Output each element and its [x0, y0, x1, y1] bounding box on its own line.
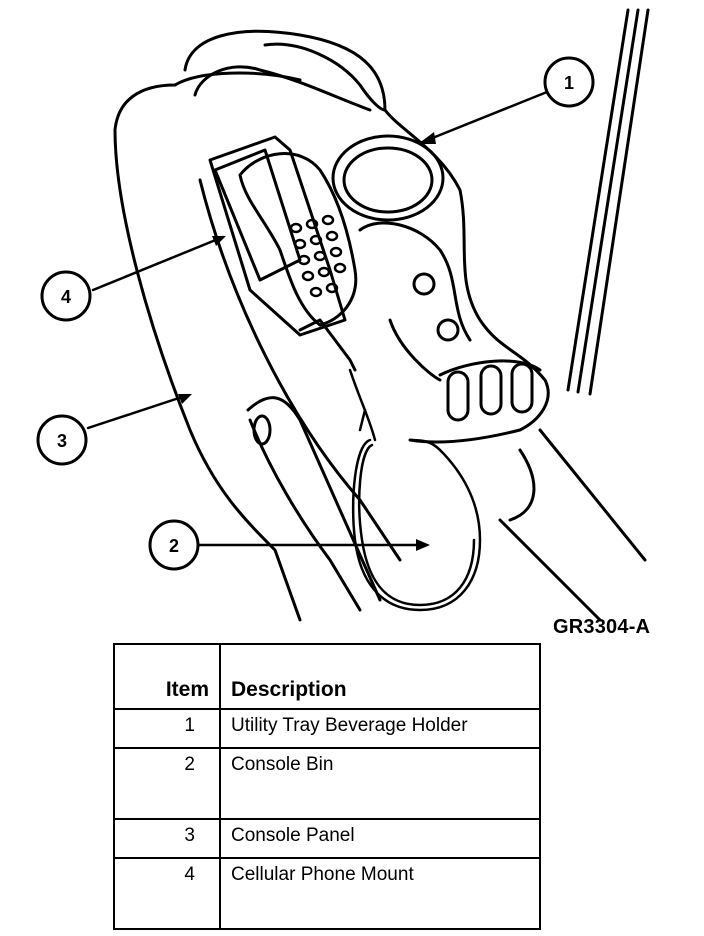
figure-id: GR3304-A: [553, 616, 651, 638]
legend-header-row: Item Description: [113, 643, 541, 710]
console-phone-illustration: 1 2 3 4: [36, 8, 650, 622]
phone-keypad: [289, 214, 347, 298]
door-edge-lines: [538, 8, 650, 562]
callout-1: 1: [543, 56, 595, 108]
console-body: [113, 71, 602, 622]
utility-tray: [183, 29, 550, 444]
legend-table: Item Description 1 Utility Tray Beverage…: [113, 643, 541, 930]
callout-3-number: 3: [57, 431, 67, 451]
legend-header-description: Description: [219, 643, 541, 710]
callout-leader-lines: [86, 90, 549, 547]
legend-item-description: Cellular Phone Mount: [219, 857, 541, 930]
callout-arrowheads: [178, 132, 436, 551]
callout-4: 4: [40, 270, 92, 322]
phone-mount: [208, 135, 358, 372]
callout-2-number: 2: [169, 536, 179, 556]
legend-item-description: Console Bin: [219, 747, 541, 820]
legend-row: 1 Utility Tray Beverage Holder: [113, 708, 541, 749]
legend-item-description: Console Panel: [219, 818, 541, 859]
legend-row: 2 Console Bin: [113, 747, 541, 820]
legend-item-number: 3: [113, 818, 221, 859]
callout-3: 3: [36, 414, 88, 466]
legend-item-number: 4: [113, 857, 221, 930]
legend-row: 4 Cellular Phone Mount: [113, 857, 541, 930]
callout-2: 2: [148, 519, 200, 571]
legend-item-number: 1: [113, 708, 221, 749]
coiled-cord: [348, 368, 482, 612]
legend-item-number: 2: [113, 747, 221, 820]
legend-header-item: Item: [113, 643, 221, 710]
callout-1-number: 1: [564, 73, 574, 93]
callout-4-number: 4: [61, 287, 71, 307]
legend-row: 3 Console Panel: [113, 818, 541, 859]
legend-item-description: Utility Tray Beverage Holder: [219, 708, 541, 749]
